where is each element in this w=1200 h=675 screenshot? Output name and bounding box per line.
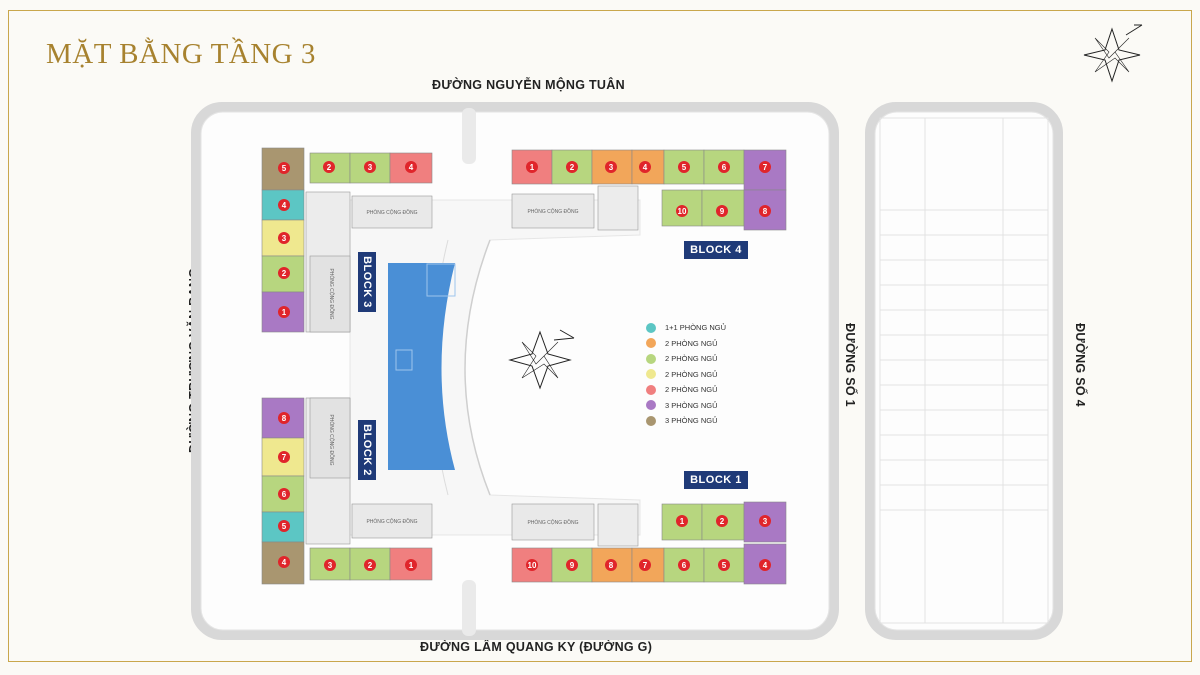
legend-swatch bbox=[646, 353, 656, 364]
unit-marker: 4 bbox=[282, 201, 287, 210]
swimming-pool bbox=[388, 263, 456, 470]
block3-community-room-label: PHÒNG CỘNG ĐỒNG bbox=[366, 209, 417, 216]
unit-marker: 10 bbox=[678, 207, 687, 216]
legend-item: 3 PHÒNG NGỦ bbox=[646, 398, 726, 414]
unit-marker: 8 bbox=[763, 207, 768, 216]
legend-item: 3 PHÒNG NGỦ bbox=[646, 413, 726, 429]
legend-item: 2 PHÒNG NGỦ bbox=[646, 336, 726, 352]
unit-marker: 2 bbox=[282, 269, 287, 278]
block3-label-bg bbox=[358, 252, 376, 312]
block1-label: BLOCK 1 bbox=[684, 471, 748, 489]
street-bottom-label: ĐƯỜNG LÂM QUANG KY (ĐƯỜNG G) bbox=[420, 640, 653, 654]
legend-swatch bbox=[646, 384, 656, 395]
legend-swatch bbox=[646, 369, 656, 380]
entrance-gates bbox=[462, 108, 476, 636]
block2-community-room-vert-label: PHÒNG CỘNG ĐỒNG bbox=[328, 414, 335, 465]
unit-marker: 3 bbox=[282, 234, 287, 243]
unit-marker: 1 bbox=[409, 561, 414, 570]
unit-marker: 7 bbox=[643, 561, 648, 570]
legend-swatch bbox=[646, 338, 656, 349]
unit-marker: 4 bbox=[409, 163, 414, 172]
unit-marker: 3 bbox=[609, 163, 614, 172]
legend-label: 2 PHÒNG NGỦ bbox=[665, 354, 718, 364]
compass-center-icon bbox=[508, 329, 575, 390]
parking-grid bbox=[879, 117, 1049, 624]
block2: PHÒNG CỘNG ĐỒNG PHÒNG CỘNG ĐỒNG bbox=[261, 397, 433, 585]
legend-item: 2 PHÒNG NGỦ bbox=[646, 351, 726, 367]
unit-marker: 7 bbox=[282, 453, 287, 462]
page-title: MẶT BẰNG TẦNG 3 bbox=[46, 38, 316, 70]
unit-marker: 3 bbox=[763, 517, 768, 526]
legend-swatch bbox=[646, 322, 656, 333]
unit-marker: 5 bbox=[282, 522, 287, 531]
unit-marker: 2 bbox=[368, 561, 373, 570]
unit-marker: 4 bbox=[643, 163, 648, 172]
unit-marker: 10 bbox=[528, 561, 537, 570]
compass-corner-icon bbox=[1083, 24, 1143, 83]
block2-label: BLOCK 2 bbox=[361, 424, 373, 476]
block4-label: BLOCK 4 bbox=[684, 241, 748, 259]
block2-community-room-label: PHÒNG CỘNG ĐỒNG bbox=[366, 518, 417, 525]
unit-marker: 3 bbox=[368, 163, 373, 172]
block1-community-room-label: PHÒNG CỘNG ĐỒNG bbox=[527, 519, 578, 526]
legend-label: 2 PHÒNG NGỦ bbox=[665, 369, 718, 379]
legend-item: 2 PHÒNG NGỦ bbox=[646, 367, 726, 383]
unit-marker: 5 bbox=[282, 164, 287, 173]
unit-marker: 2 bbox=[327, 163, 332, 172]
legend-swatch bbox=[646, 400, 656, 411]
unit-type-legend: 1+1 PHÒNG NGỦ 2 PHÒNG NGỦ 2 PHÒNG NGỦ 2 … bbox=[646, 320, 726, 429]
unit-marker: 1 bbox=[530, 163, 535, 172]
unit-marker: 9 bbox=[570, 561, 575, 570]
legend-label: 2 PHÒNG NGỦ bbox=[665, 338, 718, 348]
site-roads bbox=[191, 102, 1063, 640]
unit-marker: 1 bbox=[282, 308, 287, 317]
unit-marker: 3 bbox=[328, 561, 333, 570]
unit-marker: 5 bbox=[682, 163, 687, 172]
unit-marker: 9 bbox=[720, 207, 725, 216]
legend-label: 1+1 PHÒNG NGỦ bbox=[665, 323, 727, 333]
unit-marker: 1 bbox=[680, 517, 685, 526]
unit-marker: 5 bbox=[722, 561, 727, 570]
street-top-label: ĐƯỜNG NGUYỄN MỘNG TUÂN bbox=[432, 78, 625, 92]
unit-marker: 2 bbox=[570, 163, 575, 172]
legend-swatch bbox=[646, 415, 656, 426]
block3-label: BLOCK 3 bbox=[361, 256, 373, 308]
unit-markers: 2 3 4 5 4 3 2 1 1 2 3 4 5 6 7 10 9 8 8 7… bbox=[278, 161, 771, 571]
unit-marker: 6 bbox=[682, 561, 687, 570]
unit-marker: 4 bbox=[282, 558, 287, 567]
legend-label: 3 PHÒNG NGỦ bbox=[665, 400, 718, 410]
block4-community-room-label: PHÒNG CỘNG ĐỒNG bbox=[527, 208, 578, 215]
legend-label: 2 PHÒNG NGỦ bbox=[665, 385, 718, 395]
legend-item: 2 PHÒNG NGỦ bbox=[646, 382, 726, 398]
unit-marker: 4 bbox=[763, 561, 768, 570]
block2-label-bg bbox=[358, 420, 376, 480]
legend-label: 3 PHÒNG NGỦ bbox=[665, 416, 718, 426]
unit-marker: 7 bbox=[763, 163, 768, 172]
page-frame bbox=[8, 10, 1192, 662]
unit-marker: 8 bbox=[609, 561, 614, 570]
unit-marker: 8 bbox=[282, 414, 287, 423]
unit-marker: 2 bbox=[720, 517, 725, 526]
unit-marker: 6 bbox=[722, 163, 727, 172]
block3-community-room-vert-label: PHÒNG CỘNG ĐỒNG bbox=[328, 268, 335, 319]
block4: PHÒNG CỘNG ĐỒNG bbox=[511, 149, 787, 231]
unit-marker: 6 bbox=[282, 490, 287, 499]
legend-item: 1+1 PHÒNG NGỦ bbox=[646, 320, 726, 336]
